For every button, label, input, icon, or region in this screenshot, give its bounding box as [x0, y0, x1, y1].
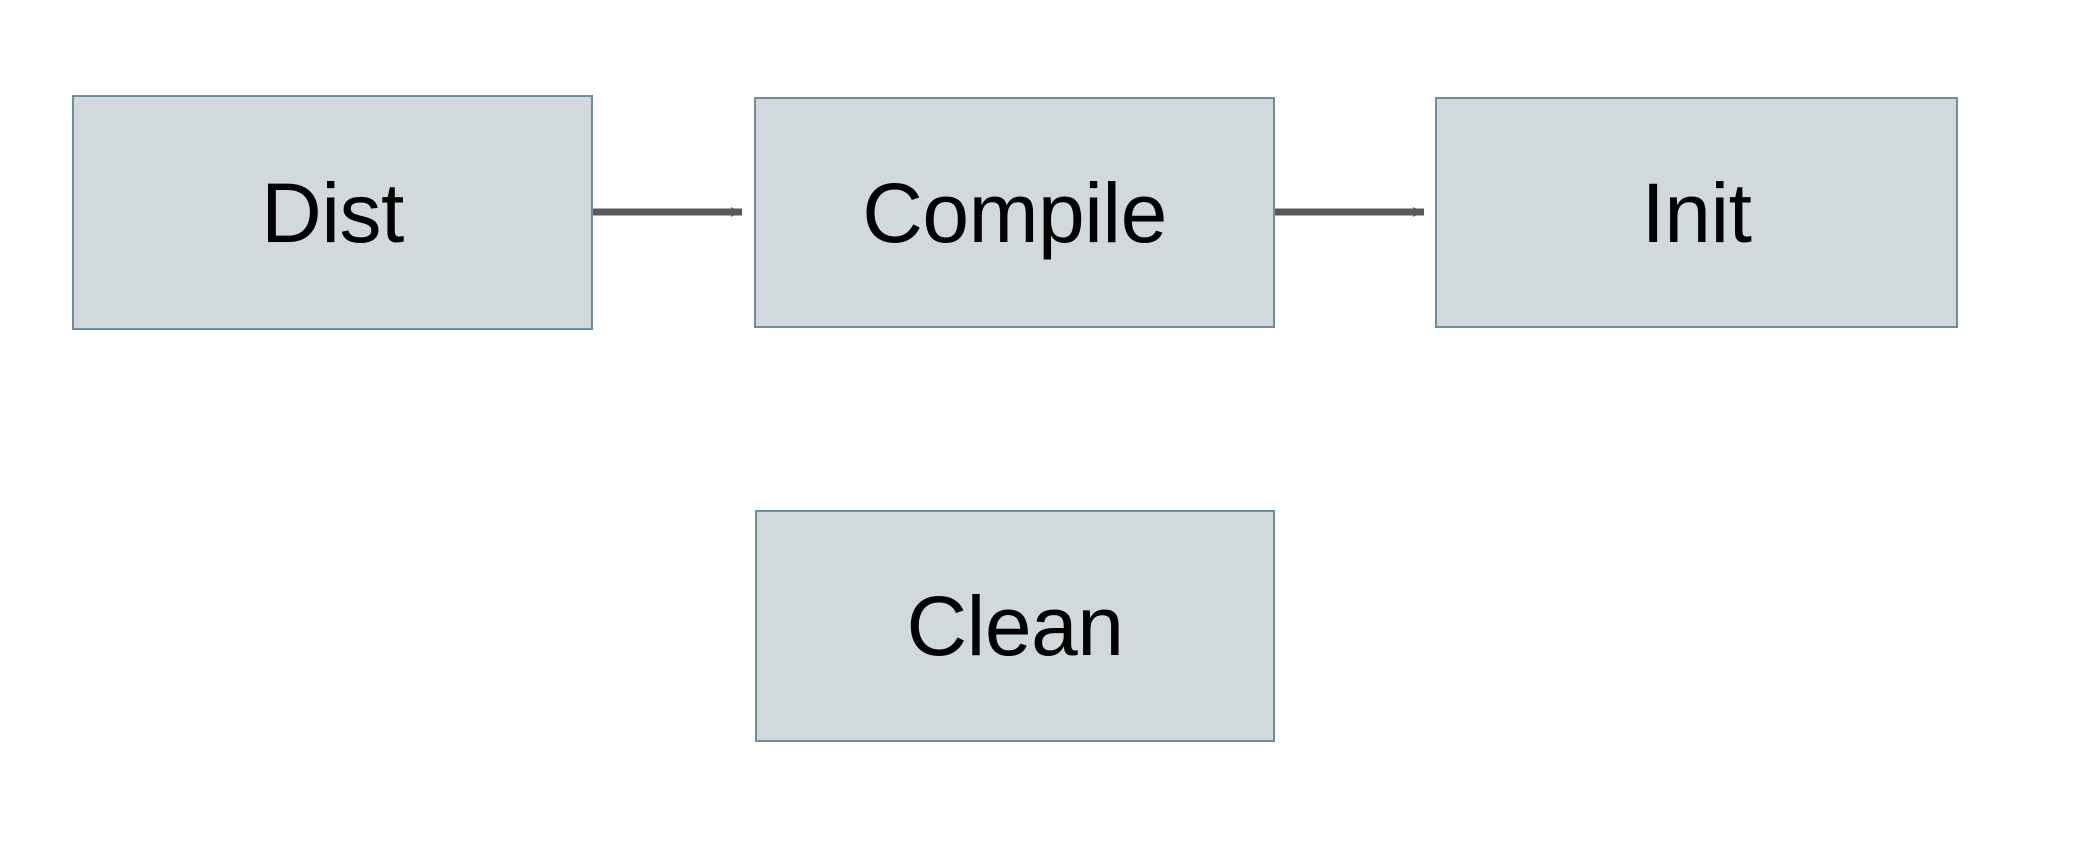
node-clean[interactable]: Clean [755, 510, 1275, 742]
node-compile-label: Compile [862, 165, 1167, 260]
node-compile[interactable]: Compile [754, 97, 1275, 328]
node-dist-label: Dist [261, 165, 404, 260]
node-init-label: Init [1641, 165, 1752, 260]
node-clean-label: Clean [906, 579, 1124, 673]
node-dist[interactable]: Dist [72, 95, 593, 330]
node-init[interactable]: Init [1435, 97, 1958, 328]
